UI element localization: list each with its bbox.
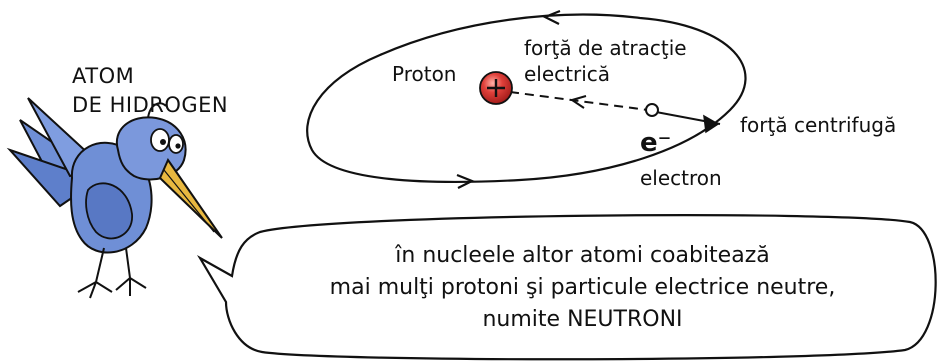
proton-label: Proton: [392, 62, 457, 86]
bird-icon: [6, 97, 223, 299]
electron-orbit: [306, 13, 747, 184]
centrifugal-arrow-icon: [703, 114, 720, 134]
attraction-arrow-icon: [569, 95, 587, 109]
electron-dot: [645, 103, 659, 117]
orbit-arrow-bottom-icon: [456, 173, 475, 189]
attraction-line: [509, 91, 649, 111]
electron-label: electron: [640, 166, 722, 190]
orbit-arrow-top-icon: [542, 9, 561, 25]
speech-bubble-line-1: în nucleele altor atomi coabitează: [395, 243, 770, 268]
attraction-force-label-line-2: electrică: [524, 62, 611, 86]
attraction-force-label-line-1: forţă de atracţie: [524, 36, 687, 60]
speech-bubble-line-2: mai mulţi protoni şi particule electrice…: [329, 275, 836, 300]
speech-bubble-text: în nucleele altor atomi coabitează mai m…: [230, 240, 935, 336]
speech-bubble-line-3: numite NEUTRONI: [482, 307, 683, 332]
electron-symbol: e⁻: [640, 128, 672, 158]
speech-bubble: [196, 214, 937, 361]
centrifugal-force-label: forţă centrifugă: [740, 113, 897, 137]
title-line-2: DE HIDROGEN: [72, 93, 229, 117]
title-line-1: ATOM: [72, 64, 135, 88]
